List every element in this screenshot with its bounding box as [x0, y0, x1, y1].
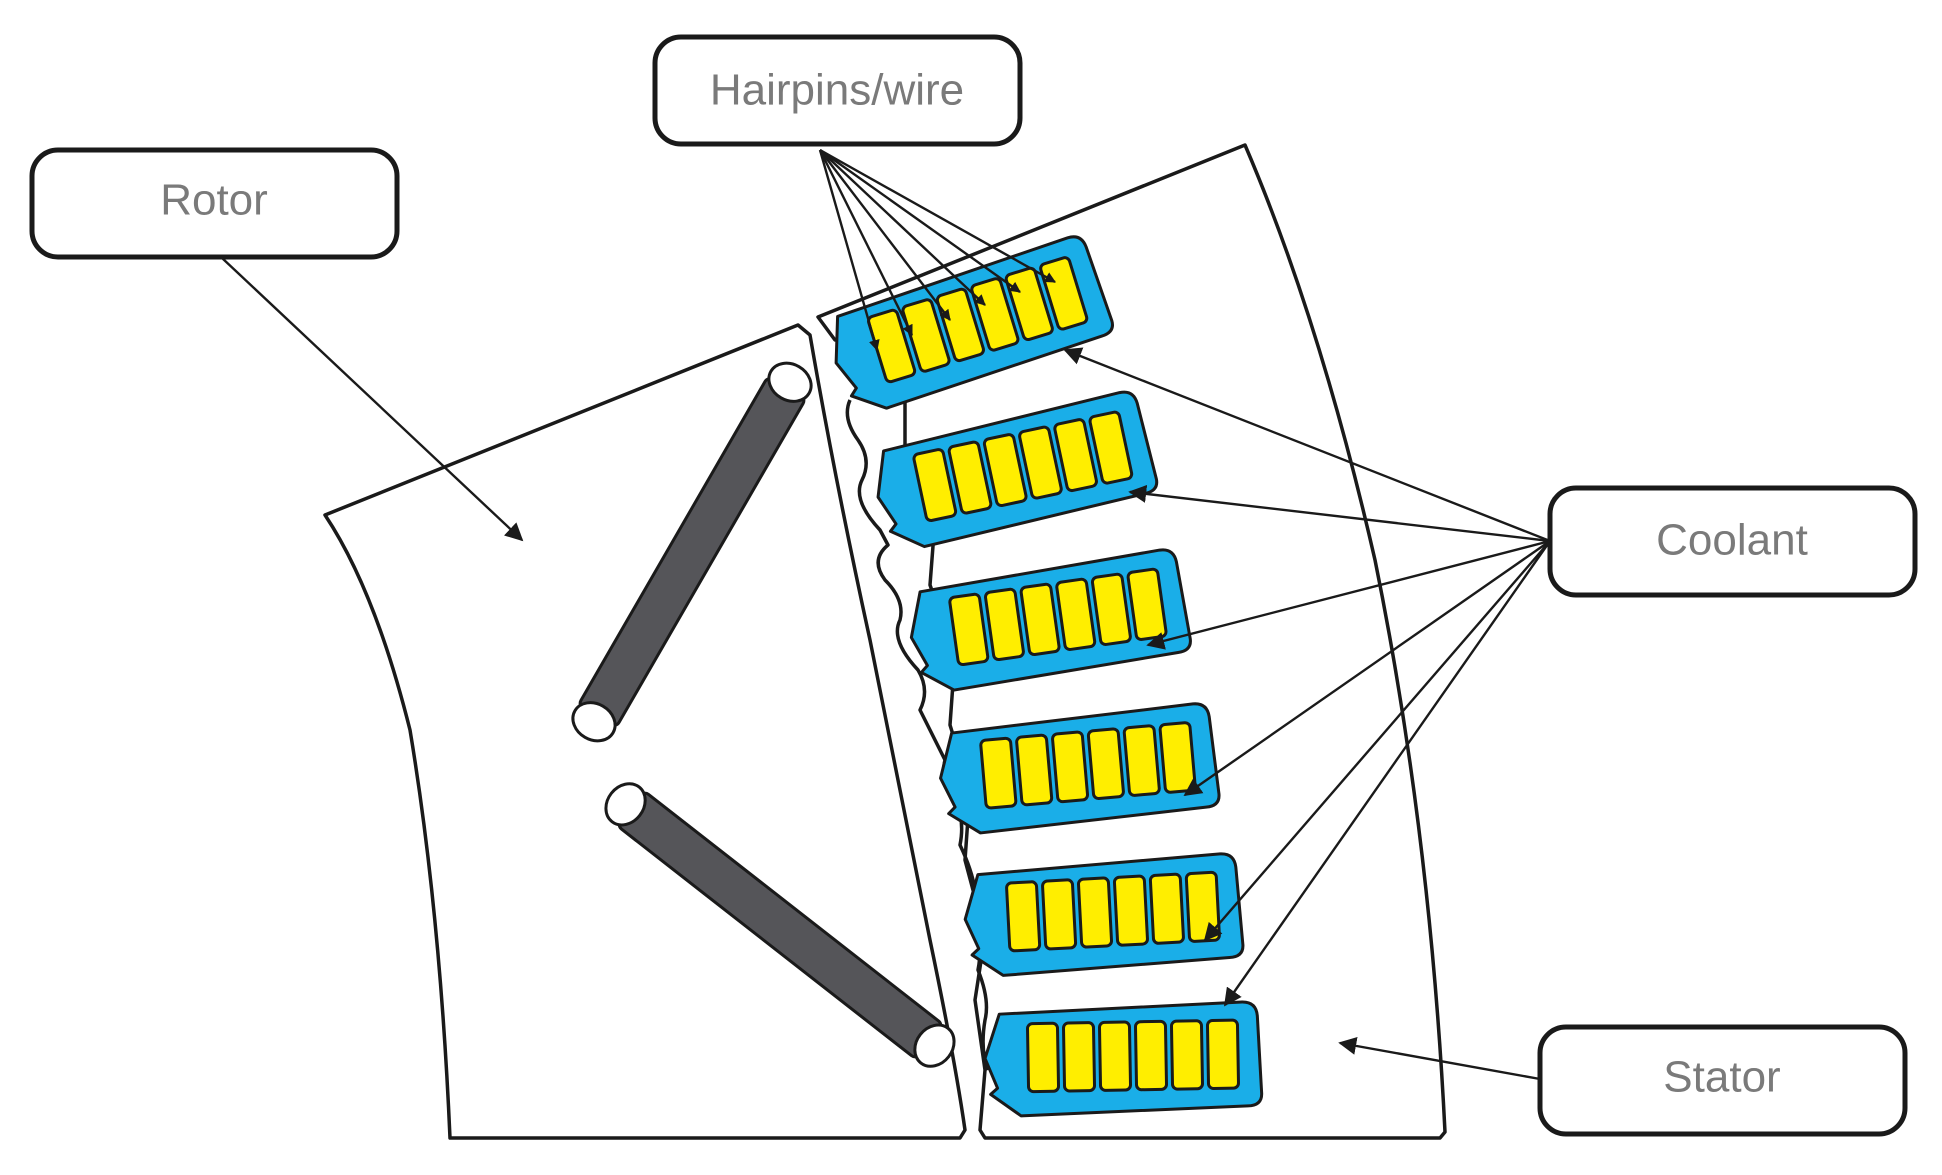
hairpin-conductor [1051, 730, 1090, 804]
hairpin-conductor [947, 440, 993, 515]
hairpin-conductor [1026, 1021, 1061, 1094]
stator-leader [1338, 1037, 1541, 1081]
rotor-label: Rotor [29, 147, 400, 260]
hairpins-label: Hairpins/wire [652, 34, 1023, 147]
rotor-magnet-upper [571, 361, 813, 743]
stator-slot [834, 235, 1114, 410]
svg-text:Hairpins/wire: Hairpins/wire [710, 66, 964, 115]
rotor-leader [221, 257, 524, 542]
coolant-leaders [1063, 347, 1551, 1007]
hairpin-conductor [984, 587, 1025, 662]
hairpins-leaders [818, 148, 1056, 352]
hairpin-conductor [1158, 721, 1197, 794]
hairpin-conductor [1090, 572, 1132, 646]
rotor-magnet-lower [604, 782, 956, 1068]
svg-text:Stator: Stator [1663, 1053, 1780, 1102]
hairpin-conductor [1041, 878, 1078, 951]
hairpin-conductor [1122, 724, 1161, 797]
hairpin-conductor [1062, 1021, 1097, 1093]
svg-text:Rotor: Rotor [160, 176, 268, 225]
stator-slot [983, 1000, 1264, 1118]
hairpin-conductor [1133, 1019, 1169, 1092]
hairpin-conductor [948, 592, 990, 667]
hairpin-conductor [982, 433, 1028, 508]
rotor-body [323, 323, 967, 1140]
hairpin-conductor [912, 448, 958, 522]
hairpin-conductor [1148, 872, 1185, 945]
hairpin-conductor [1086, 727, 1125, 800]
hairpin-conductor [1097, 1020, 1133, 1092]
hairpin-conductor [1005, 880, 1042, 953]
hairpin-conductor [1205, 1018, 1240, 1090]
stator-slot [939, 702, 1221, 835]
hairpin-conductor [901, 298, 951, 373]
stator-slot [876, 390, 1159, 549]
hairpin-conductor [1053, 418, 1098, 493]
hairpin-conductor [1112, 874, 1149, 947]
hairpin-conductor [1088, 410, 1134, 485]
coolant-label: Coolant [1547, 485, 1918, 598]
hairpin-conductor [1055, 577, 1097, 651]
hairpin-conductor [1018, 425, 1063, 500]
hairpin-conductor [935, 287, 985, 363]
hairpin-conductor [1019, 582, 1061, 657]
stator-slot [909, 548, 1192, 692]
hairpin-conductor [1169, 1019, 1204, 1091]
hairpin-conductor [979, 736, 1018, 810]
hairpin-conductor [1015, 733, 1054, 807]
svg-text:Coolant: Coolant [1656, 516, 1808, 565]
hairpin-conductor [1184, 870, 1221, 943]
hairpin-conductor [1077, 876, 1114, 949]
stator-label: Stator [1537, 1024, 1908, 1137]
stator-slot [963, 852, 1245, 977]
